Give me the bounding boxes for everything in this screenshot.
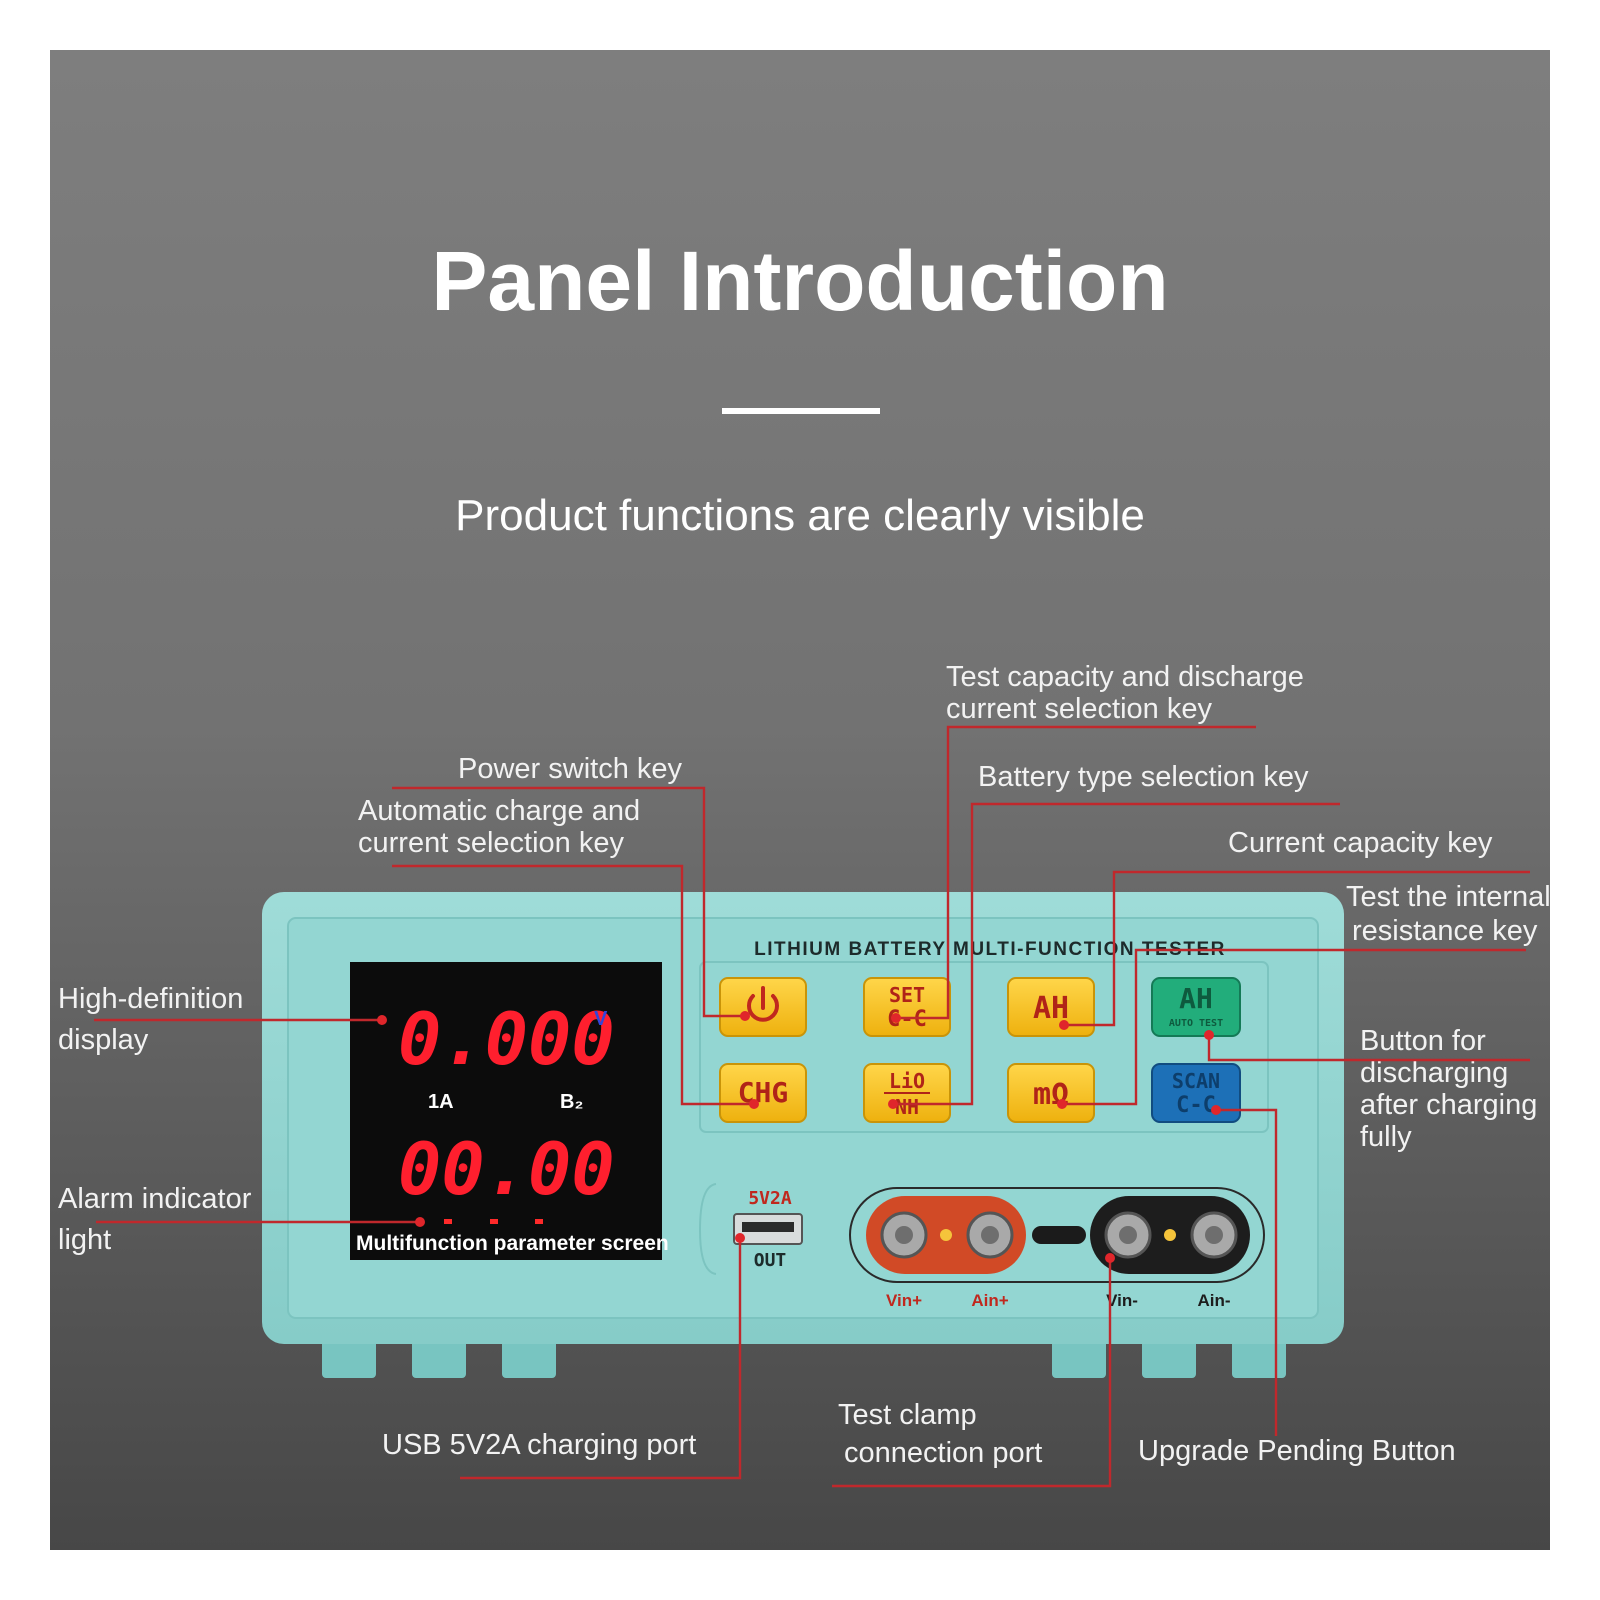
callout-upgrade: Upgrade Pending Button xyxy=(1138,1435,1456,1467)
callout-auto-charge-line1: Automatic charge and xyxy=(358,795,640,827)
callout-discharge-line2: discharging xyxy=(1360,1057,1508,1089)
internal-resistance-key[interactable]: mΩ xyxy=(1007,1063,1095,1123)
callout-discharge-line1: Button for xyxy=(1360,1025,1486,1057)
callout-test-capacity: Test capacity and discharge current sele… xyxy=(946,661,1312,725)
callout-clamp-line1: Test clamp xyxy=(838,1399,977,1431)
callout-auto-charge-line2: current selection key xyxy=(358,827,624,859)
anchor-current-capacity xyxy=(1059,1020,1069,1030)
leader-battery-type xyxy=(893,802,1340,1106)
mode-right-label: B₂ xyxy=(560,1091,583,1113)
test-clamp-connection-port[interactable] xyxy=(849,1187,1265,1283)
battery-type-key[interactable]: LiO NH xyxy=(863,1063,951,1123)
callout-alarm-line2: light xyxy=(58,1224,111,1256)
discharge-after-full-button[interactable]: AH AUTO TEST xyxy=(1151,977,1241,1037)
callout-test-capacity-line1: Test capacity and discharge xyxy=(946,661,1304,693)
leader-internal-resistance xyxy=(1062,948,1526,1106)
leader-test-capacity xyxy=(896,725,1256,1020)
leader-clamp xyxy=(832,1258,1112,1488)
callout-display-line1: High-definition xyxy=(58,983,243,1015)
page-title: Panel Introduction xyxy=(431,234,1168,328)
leader-discharge-button xyxy=(1207,1035,1530,1062)
port-label-vin-minus: Vin- xyxy=(1106,1291,1138,1310)
callout-power: Power switch key xyxy=(458,753,683,785)
callout-internal-resistance: Test the internal resistance key xyxy=(1346,881,1559,947)
anchor-battery-type xyxy=(888,1099,898,1109)
ah-auto-key-label: AH xyxy=(1179,982,1213,1015)
lio-key-top-label: LiO xyxy=(889,1069,925,1093)
usb-top-label: 5V2A xyxy=(748,1188,792,1209)
callout-usb: USB 5V2A charging port xyxy=(382,1429,696,1461)
port-label-vin-plus: Vin+ xyxy=(886,1291,922,1310)
anchor-upgrade xyxy=(1211,1105,1221,1115)
leader-power xyxy=(392,786,745,1018)
test-capacity-key[interactable]: SET C-C xyxy=(863,977,951,1037)
key-panel xyxy=(699,961,1269,1133)
callout-battery-type: Battery type selection key xyxy=(978,761,1309,793)
callout-current-capacity: Current capacity key xyxy=(1228,827,1493,859)
callout-auto-charge: Automatic charge and current selection k… xyxy=(358,795,648,859)
anchor-test-capacity xyxy=(891,1013,901,1023)
ah-auto-key-sublabel: AUTO TEST xyxy=(1169,1018,1223,1029)
anchor-internal-resistance xyxy=(1057,1099,1067,1109)
device-brand-text: LITHIUM BATTERY MULTI-FUNCTION TESTER xyxy=(754,939,1226,960)
callout-display: High-definition display xyxy=(58,983,251,1056)
usb-bottom-label: OUT xyxy=(754,1250,787,1271)
port-label-ain-minus: Ain- xyxy=(1197,1291,1230,1310)
title-divider xyxy=(722,408,880,414)
voltage-readout: 0.000 xyxy=(398,997,615,1081)
callout-internal-resistance-line2: resistance key xyxy=(1352,915,1538,947)
mode-left-label: 1A xyxy=(428,1091,454,1113)
callout-clamp: Test clamp connection port xyxy=(838,1399,1042,1469)
current-capacity-key[interactable]: AH xyxy=(1007,977,1095,1037)
port-label-ain-plus: Ain+ xyxy=(971,1291,1008,1310)
upgrade-pending-button[interactable]: SCAN C-C xyxy=(1151,1063,1241,1123)
leader-current-capacity xyxy=(1064,870,1530,1027)
scan-key-label: SCAN xyxy=(1172,1069,1220,1093)
anchor-alarm xyxy=(415,1217,425,1227)
voltage-unit: V xyxy=(594,1008,608,1030)
display-caption: Multifunction parameter screen xyxy=(356,1232,669,1255)
power-icon xyxy=(747,986,779,1022)
callout-discharge-button: Button for discharging after charging fu… xyxy=(1360,1025,1545,1153)
anchor-power xyxy=(740,1011,750,1021)
auto-charge-key[interactable]: CHG xyxy=(719,1063,807,1123)
anchor-auto-charge xyxy=(749,1099,759,1109)
multifunction-display: 0.000 V 1A B₂ 00.00 Multifunction parame… xyxy=(350,962,669,1260)
anchor-discharge-button xyxy=(1204,1030,1214,1040)
callout-discharge-line3: after charging xyxy=(1360,1089,1537,1121)
current-readout: 00.00 xyxy=(398,1127,615,1211)
anchor-usb xyxy=(735,1233,745,1243)
callout-discharge-line4: fully xyxy=(1360,1121,1412,1153)
callout-clamp-line2: connection port xyxy=(844,1437,1042,1469)
power-switch-key[interactable] xyxy=(719,977,807,1037)
device-feet xyxy=(322,1340,1286,1378)
leader-usb xyxy=(460,1238,742,1480)
page-subtitle: Product functions are clearly visible xyxy=(455,491,1145,540)
scan-key-sublabel: C-C xyxy=(1176,1093,1216,1118)
callout-display-line2: display xyxy=(58,1024,149,1056)
set-key-top-label: SET xyxy=(889,983,925,1007)
anchor-clamp xyxy=(1105,1253,1115,1263)
callout-alarm: Alarm indicator light xyxy=(58,1183,259,1256)
anchor-display xyxy=(377,1015,387,1025)
leader-auto-charge xyxy=(392,864,754,1106)
nh-key-bottom-label: NH xyxy=(895,1095,919,1119)
callout-alarm-line1: Alarm indicator xyxy=(58,1183,252,1215)
callout-internal-resistance-line1: Test the internal xyxy=(1346,881,1551,913)
callout-test-capacity-line2: current selection key xyxy=(946,693,1212,725)
usb-charging-port[interactable]: 5V2A OUT xyxy=(698,1183,803,1275)
leader-upgrade xyxy=(1216,1108,1278,1436)
